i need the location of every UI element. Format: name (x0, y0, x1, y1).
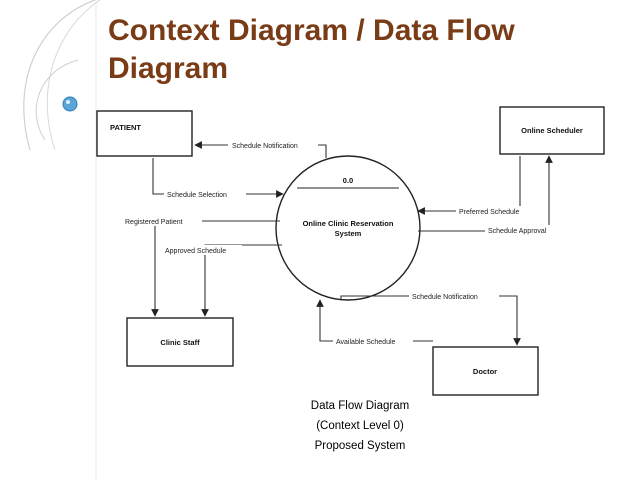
process-id: 0.0 (343, 176, 353, 185)
diagram-caption: Data Flow Diagram (Context Level 0) Prop… (290, 396, 430, 456)
caption-line-2: (Context Level 0) (316, 420, 404, 432)
flow-schedule-selection (152, 158, 284, 198)
flow-approved-schedule (201, 244, 282, 317)
clinic-staff-label: Clinic Staff (160, 338, 200, 347)
flow-label-approved-schedule: Approved Schedule (165, 248, 226, 255)
doctor-entity (432, 346, 539, 396)
flow-label-preferred-schedule: Preferred Schedule (459, 209, 519, 216)
patient-label: PATIENT (110, 123, 141, 132)
process-circle (275, 155, 421, 301)
slide-ornament (23, 0, 101, 479)
flow-label-schedule-notification-patient: Schedule Notification (232, 143, 298, 150)
clinic-staff-entity (126, 317, 234, 367)
online-scheduler-label: Online Scheduler (521, 126, 583, 135)
flow-available-schedule (316, 299, 433, 342)
process-name-line2: System (335, 229, 362, 238)
flow-schedule-approval (418, 155, 553, 232)
flow-label-schedule-notification-doctor: Schedule Notification (412, 294, 478, 301)
flow-label-schedule-approval: Schedule Approval (488, 228, 547, 235)
flow-preferred-schedule (417, 156, 521, 215)
process-name-line1: Online Clinic Reservation (303, 219, 394, 228)
caption-line-3: Proposed System (314, 440, 406, 452)
flow-label-available-schedule: Available Schedule (336, 339, 396, 346)
doctor-label: Doctor (473, 367, 497, 376)
patient-entity (96, 110, 193, 157)
flow-label-registered-patient: Registered Patient (125, 219, 183, 226)
bead-icon (62, 96, 78, 112)
flow-label-schedule-selection: Schedule Selection (167, 192, 227, 199)
flow-registered-patient (151, 220, 280, 317)
caption-line-1: Data Flow Diagram (310, 400, 410, 412)
online-scheduler-entity (499, 106, 605, 155)
slide-title: Context Diagram / Data Flow Diagram (108, 14, 515, 85)
